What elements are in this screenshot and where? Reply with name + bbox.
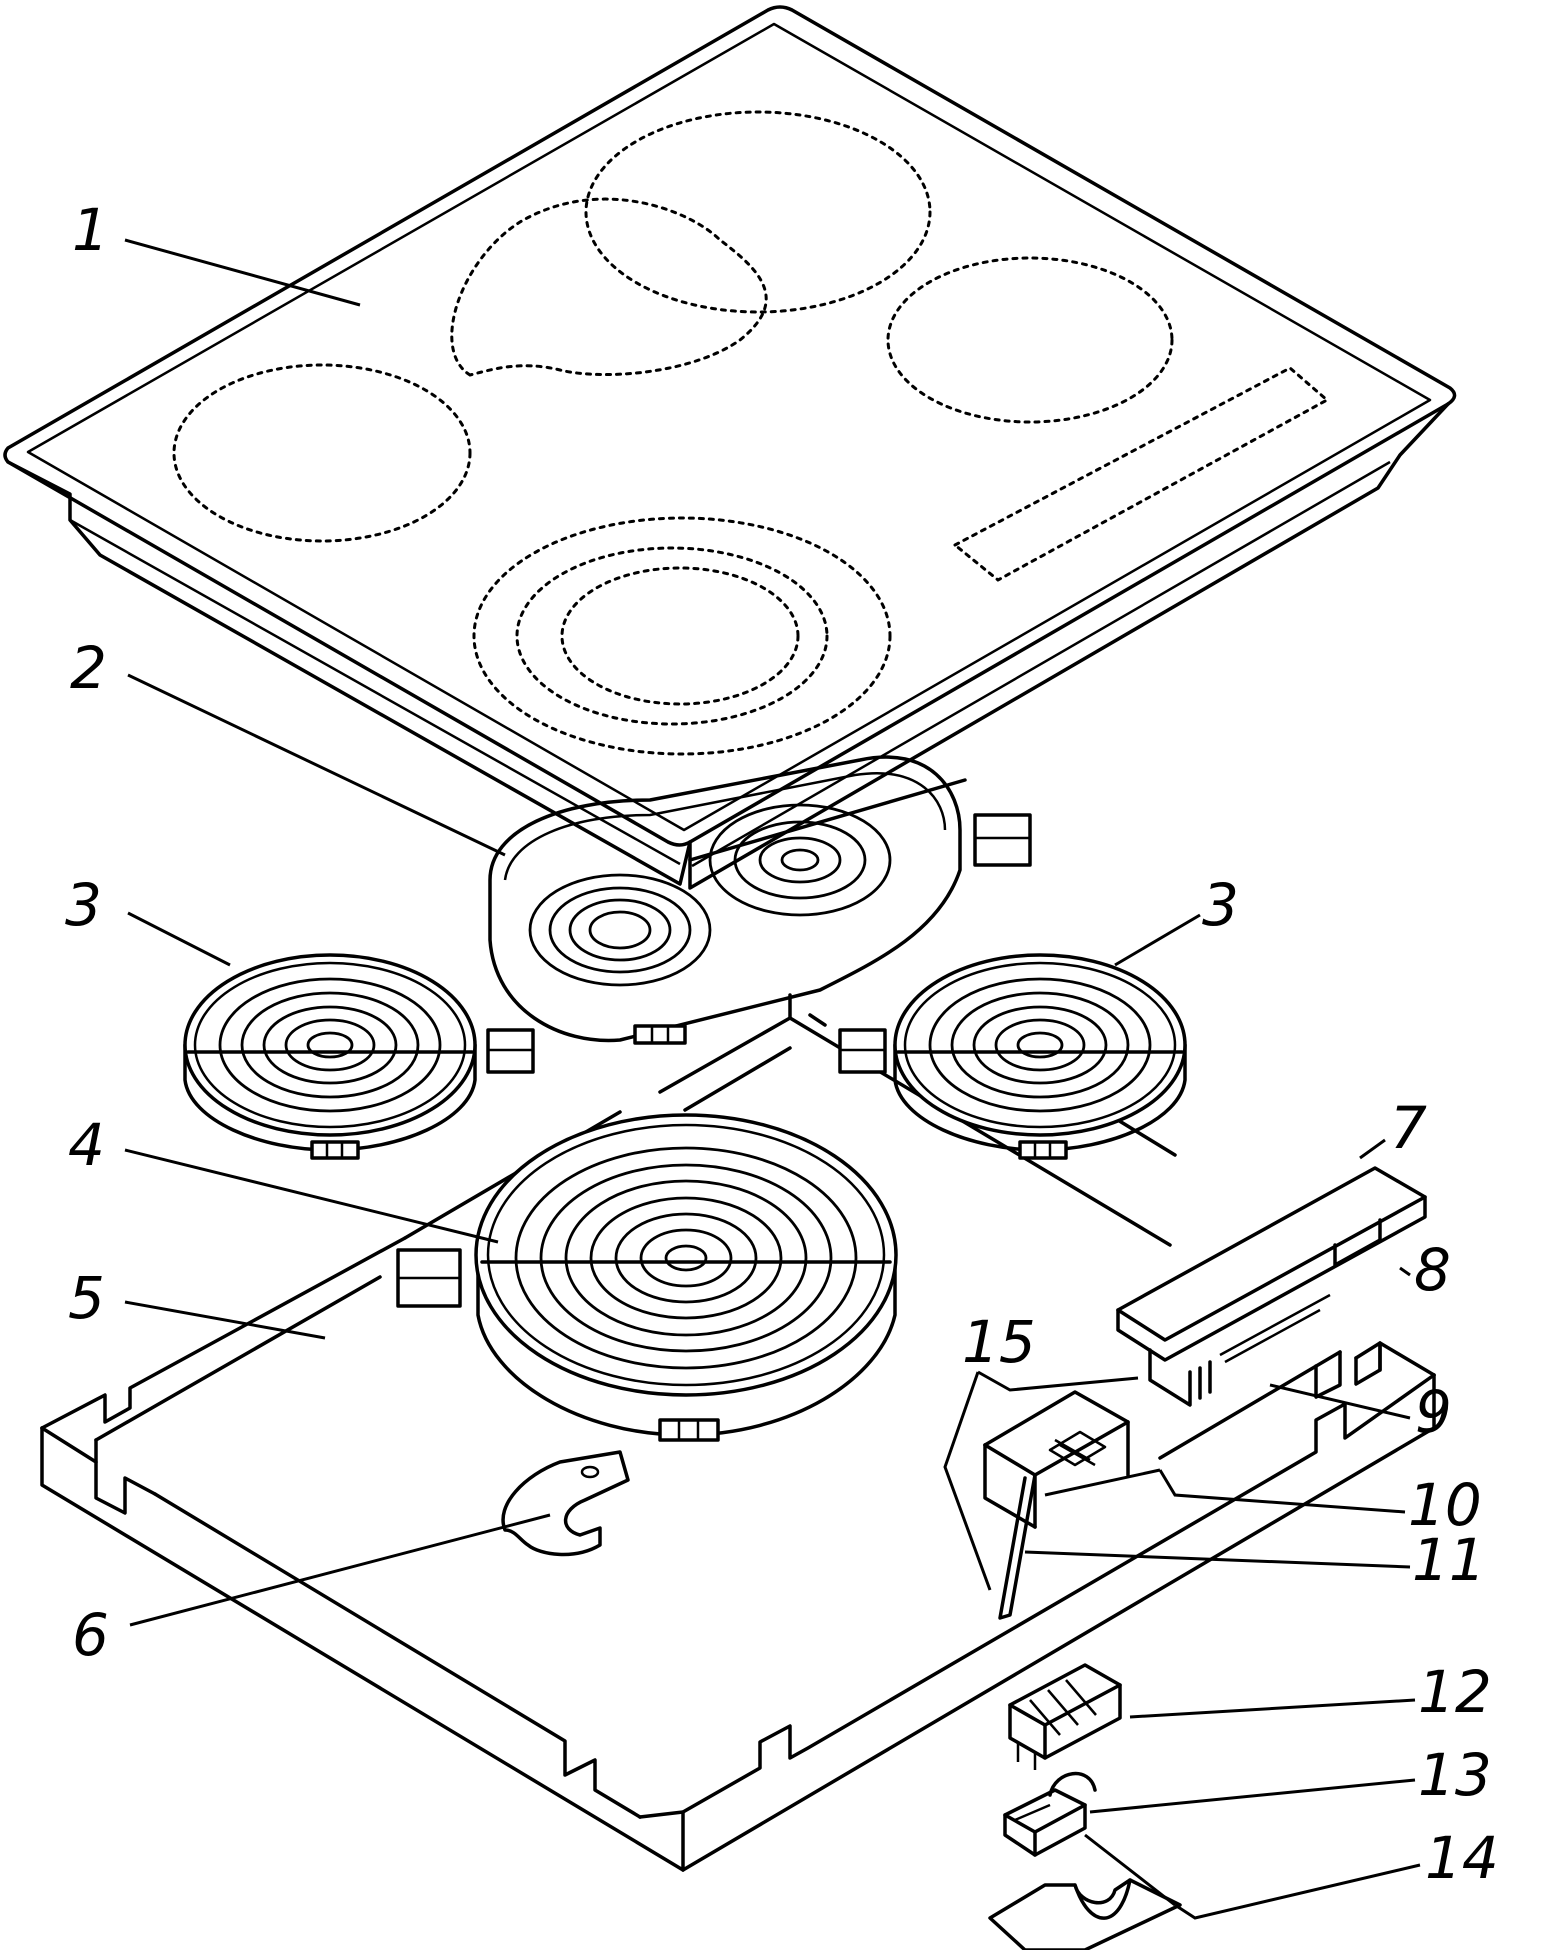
oval-heating-element (488, 755, 1032, 1045)
label-12: 12 (1418, 1658, 1492, 1726)
label-13: 13 (1418, 1741, 1492, 1809)
large-heating-element (396, 1113, 898, 1442)
round-heating-element-right (838, 953, 1187, 1160)
control-module (1116, 1166, 1427, 1407)
heat-shield-plate (988, 1878, 1182, 1950)
label-15: 15 (962, 1308, 1036, 1376)
switch-block (1008, 1663, 1122, 1770)
label-8: 8 (1414, 1236, 1451, 1304)
fixing-clip (501, 1450, 630, 1557)
label-6: 6 (72, 1601, 109, 1669)
part-labels: 1 2 3 3 4 5 6 7 8 9 10 11 12 13 14 15 (65, 196, 1499, 1892)
label-14: 14 (1425, 1824, 1499, 1892)
round-heating-element-left (183, 953, 535, 1160)
label-11: 11 (1412, 1526, 1486, 1594)
label-5: 5 (68, 1264, 105, 1332)
label-1: 1 (72, 196, 109, 264)
label-4: 4 (68, 1111, 105, 1179)
thermostat (1003, 1772, 1097, 1857)
label-7: 7 (1390, 1094, 1427, 1162)
label-9: 9 (1415, 1378, 1452, 1446)
label-3-right: 3 (1202, 871, 1239, 939)
label-10: 10 (1408, 1471, 1482, 1539)
label-3-left: 3 (65, 871, 102, 939)
glass-ceramic-top (3, 5, 1457, 890)
terminal-housing (983, 1390, 1130, 1620)
label-2: 2 (70, 634, 107, 702)
leader-lines (124, 238, 1421, 1920)
